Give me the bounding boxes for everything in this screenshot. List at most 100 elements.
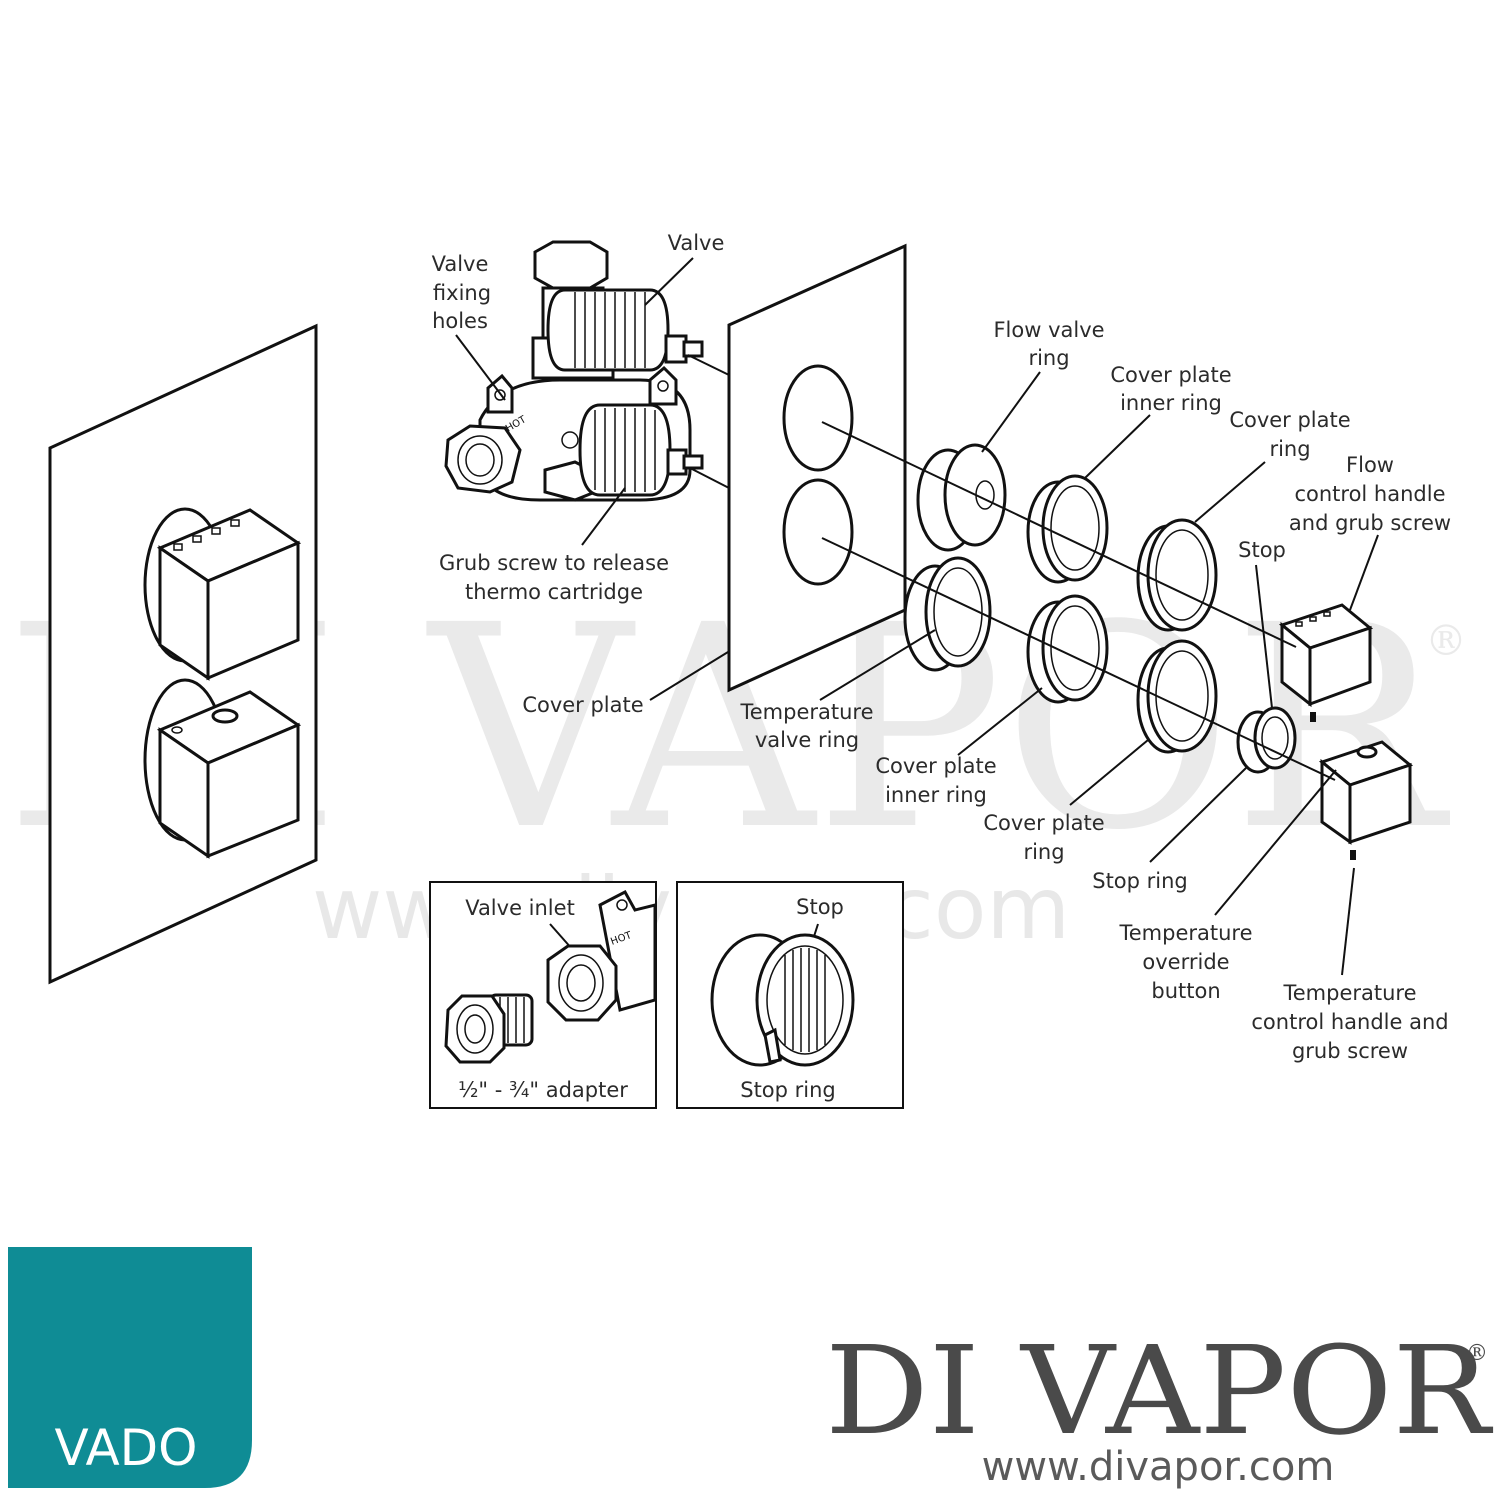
inset-stop-label: Stop — [796, 895, 844, 919]
label-temperature-valve-ring-2: valve ring — [755, 728, 859, 752]
inlet-left-bore — [457, 435, 503, 485]
leader-flow-valve-ring — [981, 371, 1041, 453]
label-flow-valve-ring-1: Flow valve — [993, 318, 1104, 342]
inset-valve-inlet-label: Valve inlet — [465, 896, 575, 920]
stop-ring — [1253, 706, 1297, 770]
flow-grub-screw — [1310, 712, 1316, 722]
inset-stop-ring-bore — [766, 945, 844, 1055]
label-temperature-valve-ring-1: Temperature — [739, 700, 873, 724]
label-ring-bottom-1: Cover plate — [983, 811, 1104, 835]
valve-body: HOT — [444, 240, 704, 502]
assembly-lines — [687, 354, 1336, 781]
thermo-cartridge-thread — [594, 408, 656, 492]
cover-plate-lower-hole — [782, 478, 854, 586]
label-ring-bottom-2: ring — [1023, 840, 1064, 864]
label-flow-handle-1: Flow — [1346, 453, 1394, 477]
leader-lines — [455, 257, 1379, 976]
leader-ring-bottom — [1069, 739, 1149, 806]
flow-cube-dot-1 — [1295, 621, 1303, 627]
label-inner-ring-bottom-2: inner ring — [885, 783, 987, 807]
brand-registered-mark: ® — [1466, 1341, 1488, 1366]
leader-grub-screw — [581, 487, 626, 546]
inlet-left-thread — [465, 443, 495, 477]
inset-inlet-bore — [558, 954, 604, 1012]
flow-indicator-dot-2 — [192, 535, 202, 543]
temperature-valve-ring-bore — [933, 567, 983, 657]
assembled-valve-front-view — [48, 323, 318, 985]
vado-logo-background — [8, 1247, 252, 1488]
inset-adapter-caption: ½" - ¾" adapter — [458, 1078, 628, 1102]
label-grub-screw-2: thermo cartridge — [465, 580, 643, 604]
cover-plate-inner-ring-lower — [1041, 594, 1109, 702]
label-override-button-3: button — [1151, 979, 1220, 1003]
inset-inlet-thread — [566, 964, 596, 1002]
leader-valve — [644, 257, 694, 306]
flow-handle-side-face — [158, 545, 210, 681]
brand-url: www.divapor.com — [982, 1444, 1335, 1490]
flow-indicator-dot-1 — [173, 543, 183, 551]
override-marker — [171, 726, 183, 734]
watermark-registered-mark: ® — [1425, 616, 1467, 665]
inset-inlet-nut — [546, 944, 618, 1022]
temperature-handle-cube-side — [1320, 758, 1352, 845]
vado-logo: VADO — [8, 1247, 252, 1488]
label-ring-top-2: ring — [1269, 437, 1310, 461]
cover-plate-inner-ring-lower-bore — [1050, 605, 1100, 691]
leader-stop — [1255, 564, 1273, 709]
inset-stop-ring-thread — [784, 948, 826, 1052]
axis-line-thermo-1 — [689, 467, 730, 489]
flow-cartridge — [546, 288, 670, 372]
leader-stop-ring — [1149, 767, 1247, 863]
label-override-button-1: Temperature — [1118, 921, 1252, 945]
fixing-hole-right — [657, 380, 669, 392]
axis-line-thermo-2 — [821, 537, 1336, 781]
cover-plate-ring-upper — [1146, 518, 1218, 632]
temperature-assembly-parts — [903, 556, 1414, 860]
valve-fixing-lug-right — [648, 365, 678, 406]
temperature-handle-side-face — [158, 727, 210, 859]
label-valve-fixing-holes-1: Valve — [432, 252, 489, 276]
leader-inner-ring-top — [1084, 414, 1151, 479]
leader-flow-handle — [1349, 534, 1379, 611]
brand-name: DI VAPOR — [825, 1320, 1493, 1462]
fixing-hole-left — [494, 389, 506, 401]
axis-line-flow-1 — [687, 354, 730, 376]
label-cover-plate: Cover plate — [522, 693, 643, 717]
inset-stop-ring: Stop Stop ring — [676, 881, 904, 1109]
inset-stop-ring-front — [755, 933, 855, 1067]
axis-line-flow-2 — [821, 421, 1297, 648]
label-temperature-handle-2: control handle and — [1251, 1010, 1448, 1034]
cover-plate-ring-lower — [1146, 639, 1218, 753]
inset-adapter: Valve inlet HOT ½" - ¾" adapter — [429, 881, 657, 1109]
inset-adapter-bore — [456, 1004, 494, 1054]
stop-ring-bore — [1261, 716, 1289, 760]
leader-valve-fixing-holes — [455, 334, 506, 401]
inset-stop-notch — [763, 1027, 782, 1064]
label-temperature-handle-3: grub screw — [1292, 1039, 1408, 1063]
label-stop-ring: Stop ring — [1092, 869, 1188, 893]
inset-lug-hole — [616, 899, 628, 911]
label-valve-fixing-holes-3: holes — [432, 309, 488, 333]
inset-adapter-inner — [464, 1014, 486, 1044]
flow-indicator-dot-4 — [230, 519, 240, 527]
leader-temperature-handle — [1341, 867, 1355, 976]
temperature-grub-screw — [1350, 850, 1356, 860]
flow-cube-dot-2 — [1309, 616, 1317, 622]
cover-plate-inner-ring-upper — [1041, 474, 1109, 582]
override-button-top — [211, 708, 239, 724]
cover-plate-upper-hole — [782, 364, 854, 472]
label-temperature-handle-1: Temperature — [1282, 981, 1416, 1005]
leader-cover-plate — [649, 651, 729, 701]
inset-adapter-hex — [444, 994, 506, 1064]
leader-temperature-valve-ring — [819, 629, 936, 701]
label-valve: Valve — [668, 231, 725, 255]
label-grub-screw-1: Grub screw to release — [439, 551, 669, 575]
override-button — [1356, 745, 1378, 759]
thermo-spindle — [682, 454, 704, 470]
temperature-valve-ring — [924, 556, 992, 668]
part-labels: Valve Valve fixing holes Grub screw to r… — [432, 231, 1452, 1063]
label-stop: Stop — [1238, 538, 1286, 562]
flow-spindle — [682, 340, 704, 358]
flow-cube-dot-3 — [1323, 611, 1331, 617]
